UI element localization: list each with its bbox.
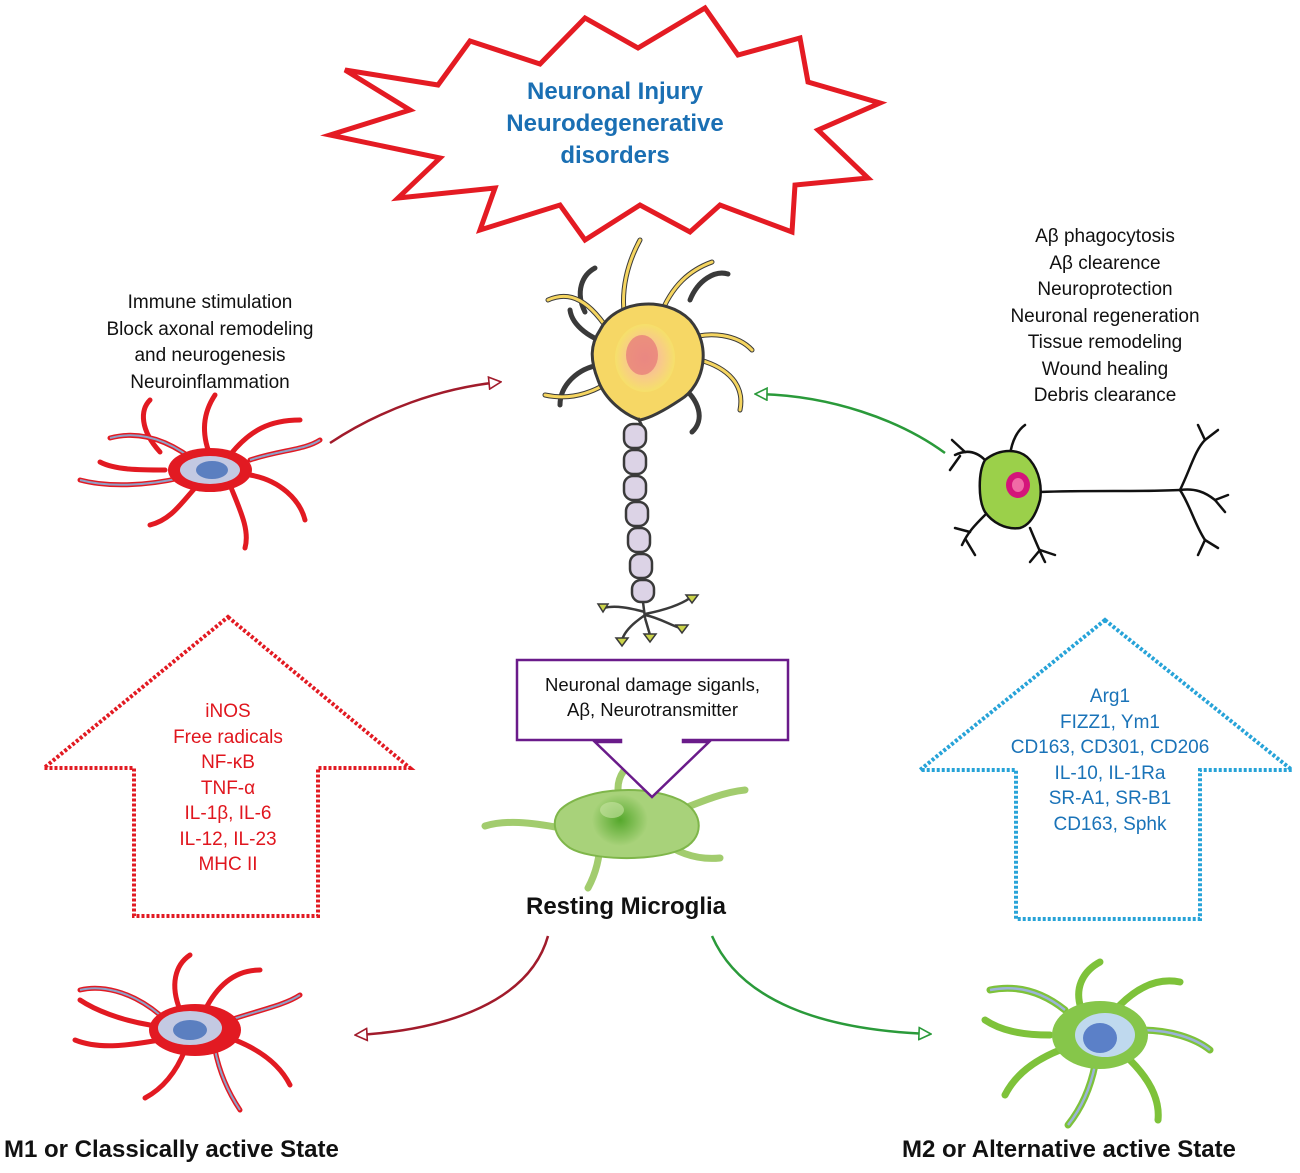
m2-effects-list: Aβ phagocytosis Aβ clearence Neuroprotec… <box>960 224 1250 410</box>
m1-marker-item: iNOS <box>205 701 251 722</box>
m2-marker-item: IL-10, IL-1Ra <box>1054 762 1166 784</box>
m2-marker-item: Arg1 <box>1089 686 1131 707</box>
m2-markers-list: Arg1 FIZZ1, Ym1 CD163, CD301, CD206 IL-1… <box>984 684 1236 837</box>
m1-state-label: M1 or Classically active State <box>4 1136 339 1163</box>
m1-marker-item: TNF-α <box>200 777 256 799</box>
m1-effect-item: and neurogenesis <box>134 345 286 366</box>
resting-to-m1-arrow <box>356 935 550 1035</box>
resting-microglia-label: Resting Microglia <box>525 893 727 920</box>
m1-to-neuron-arrow <box>329 382 500 445</box>
resting-microglia-illustration <box>481 761 749 892</box>
injury-burst-shape <box>320 4 888 244</box>
m1-marker-item: Free radicals <box>173 726 283 748</box>
m1-marker-item: MHC II <box>198 854 258 875</box>
m2-microglia-illustration <box>981 958 1214 1129</box>
injury-headline-line: Neurodegenerative <box>506 110 724 137</box>
resting-to-m2-arrow <box>710 935 930 1034</box>
injury-headline-line: Neuronal Injury <box>526 78 704 105</box>
m1-effects-list: Immune stimulation Block axonal remodeli… <box>70 290 350 396</box>
m2-effect-item: Tissue remodeling <box>1027 332 1183 353</box>
injury-headline: Neuronal Injury Neurodegenerative disord… <box>460 76 770 172</box>
m2-marker-item: SR-A1, SR-B1 <box>1048 788 1172 809</box>
m1-microglia-bottom-illustration <box>72 952 303 1113</box>
m2-marker-item: CD163, Sphk <box>1053 813 1167 835</box>
signal-box <box>515 658 790 799</box>
m1-marker-item: IL-1β, IL-6 <box>184 803 272 824</box>
m1-marker-item: NF-κB <box>201 752 255 773</box>
m1-marker-arrow <box>38 614 416 918</box>
m2-marker-item: FIZZ1, Ym1 <box>1060 711 1160 733</box>
m2-effect-item: Wound healing <box>1041 358 1169 380</box>
m2-state-label: M2 or Alternative active State <box>902 1136 1236 1163</box>
m1-markers-list: iNOS Free radicals NF-κB TNF-α IL-1β, IL… <box>128 699 328 878</box>
m2-effect-item: Aβ clearence <box>1049 252 1161 274</box>
m2-effect-item: Neuronal regeneration <box>1010 305 1200 327</box>
neuron-illustration <box>542 237 755 648</box>
m2-marker-item: CD163, CD301, CD206 <box>1010 737 1210 758</box>
m2-phenotype-cell-illustration <box>948 423 1230 564</box>
signals-text: Neuronal damage siganls, Aβ, Neurotransm… <box>517 672 788 722</box>
m1-effect-item: Block axonal remodeling <box>106 318 314 340</box>
m1-microglia-top-illustration <box>77 392 323 551</box>
m1-effect-item: Immune stimulation <box>127 292 293 313</box>
signals-line: Aβ, Neurotransmitter <box>566 699 739 720</box>
m2-effect-item: Debris clearance <box>1033 385 1177 406</box>
m2-to-neuron-arrow <box>756 394 946 455</box>
m1-marker-item: IL-12, IL-23 <box>179 828 277 850</box>
injury-headline-line: disorders <box>560 142 670 169</box>
m2-effect-item: Neuroprotection <box>1037 279 1173 300</box>
m2-marker-arrow <box>914 617 1298 921</box>
m1-effect-item: Neuroinflammation <box>130 371 290 393</box>
m2-effect-item: Aβ phagocytosis <box>1035 226 1175 247</box>
signals-line: Neuronal damage siganls, <box>545 674 760 695</box>
